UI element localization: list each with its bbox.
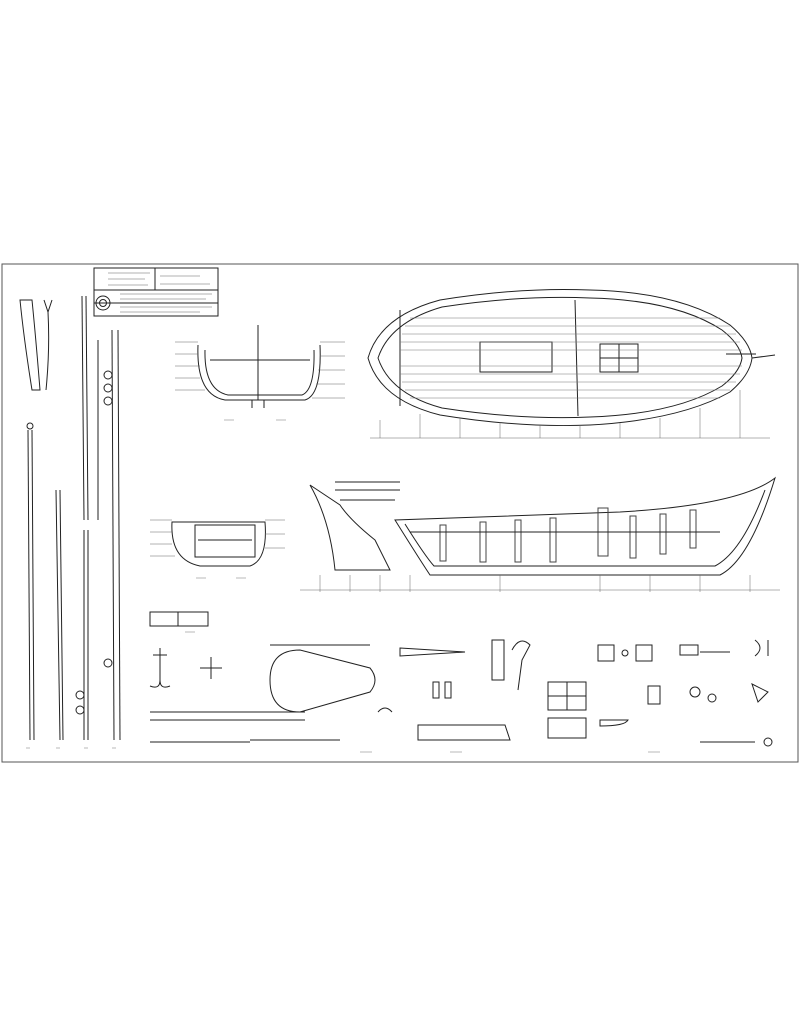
section-view-1 [175,325,345,408]
title-block [93,267,219,317]
fittings [149,611,773,747]
section-view-2 [150,519,285,567]
spars-left [19,295,121,741]
anchor [149,648,171,688]
sheet-border [1,263,799,763]
hull-profile [300,476,780,592]
callout-marks [26,419,660,753]
hull-plan [367,288,776,439]
